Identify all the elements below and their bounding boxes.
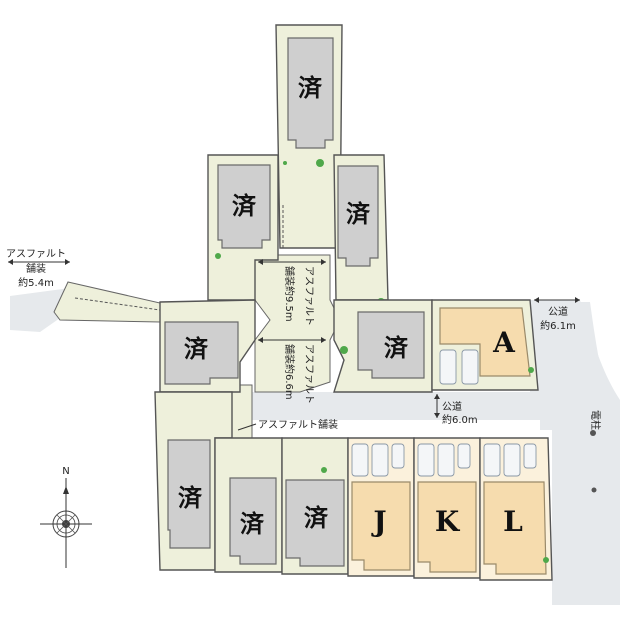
sold-mark-lower-west: 済 xyxy=(178,483,203,512)
label-private-road-1b: 舗装約9.5m xyxy=(283,266,296,322)
compass-icon: N xyxy=(40,466,92,568)
lot-j: J xyxy=(347,437,415,577)
label-public-road-right-1: 公道 xyxy=(548,305,568,318)
lot-top: 済 xyxy=(275,24,343,249)
lot-letter-j: J xyxy=(370,505,386,538)
lot-k: K xyxy=(413,437,481,579)
lot-right-upper: 済 xyxy=(333,154,389,306)
label-private-road-2a: アスファルト xyxy=(303,344,314,404)
lot-left-upper: 済 xyxy=(207,154,279,301)
sold-mark-middle-left: 済 xyxy=(184,334,209,363)
compass-north-label: N xyxy=(62,466,69,477)
lot-letter-a: A xyxy=(492,326,516,359)
sold-mark-top: 済 xyxy=(298,73,323,102)
label-asphalt-left-1: アスファルト xyxy=(6,249,66,260)
private-road-1 xyxy=(254,254,341,393)
label-asphalt-left-2: 舗装 xyxy=(26,262,46,275)
labels: アスファルト 舗装 約5.4m アスファルト 舗装約9.5m アスファルト 舗装… xyxy=(6,249,602,431)
label-pole: 電柱 xyxy=(589,410,602,430)
lot-lower-2: 済 xyxy=(214,437,283,573)
label-public-road-right-2: 約6.1m xyxy=(540,319,576,332)
label-private-road-2b: 舗装約6.6m xyxy=(283,344,296,400)
private-roads xyxy=(231,254,341,439)
label-asphalt-road: アスファルト舗装 xyxy=(258,418,338,431)
lot-middle-left: 済 xyxy=(159,299,256,393)
lot-middle-center: 済 xyxy=(333,299,433,393)
lot-letter-k: K xyxy=(435,505,461,538)
left-access-strip xyxy=(53,281,161,323)
sold-mark-right-upper: 済 xyxy=(346,199,371,228)
label-public-road-mid-2: 約6.0m xyxy=(442,413,478,426)
label-private-road-1a: アスファルト xyxy=(303,266,314,326)
lot-lower-3: 済 xyxy=(281,437,349,575)
lot-a: A xyxy=(431,299,539,391)
right-strip-road xyxy=(552,302,620,605)
roads xyxy=(10,288,620,605)
sold-mark-left-upper: 済 xyxy=(232,191,257,220)
utility-pole xyxy=(590,430,596,436)
label-asphalt-left-3: 約5.4m xyxy=(18,276,54,289)
left-access-dash xyxy=(74,297,161,311)
label-public-road-mid-1: 公道 xyxy=(442,400,462,413)
lot-l: L xyxy=(479,437,553,581)
sold-mark-lower-3: 済 xyxy=(304,503,329,532)
sold-mark-lower-2: 済 xyxy=(240,509,265,538)
utility-pole-2 xyxy=(591,487,597,493)
left-access-road xyxy=(10,288,70,332)
private-road-2 xyxy=(231,384,253,439)
lot-letter-l: L xyxy=(503,505,523,538)
lot-lower-west: 済 xyxy=(154,391,233,571)
sold-mark-middle-center: 済 xyxy=(384,333,409,362)
dimension-lines xyxy=(8,205,580,431)
